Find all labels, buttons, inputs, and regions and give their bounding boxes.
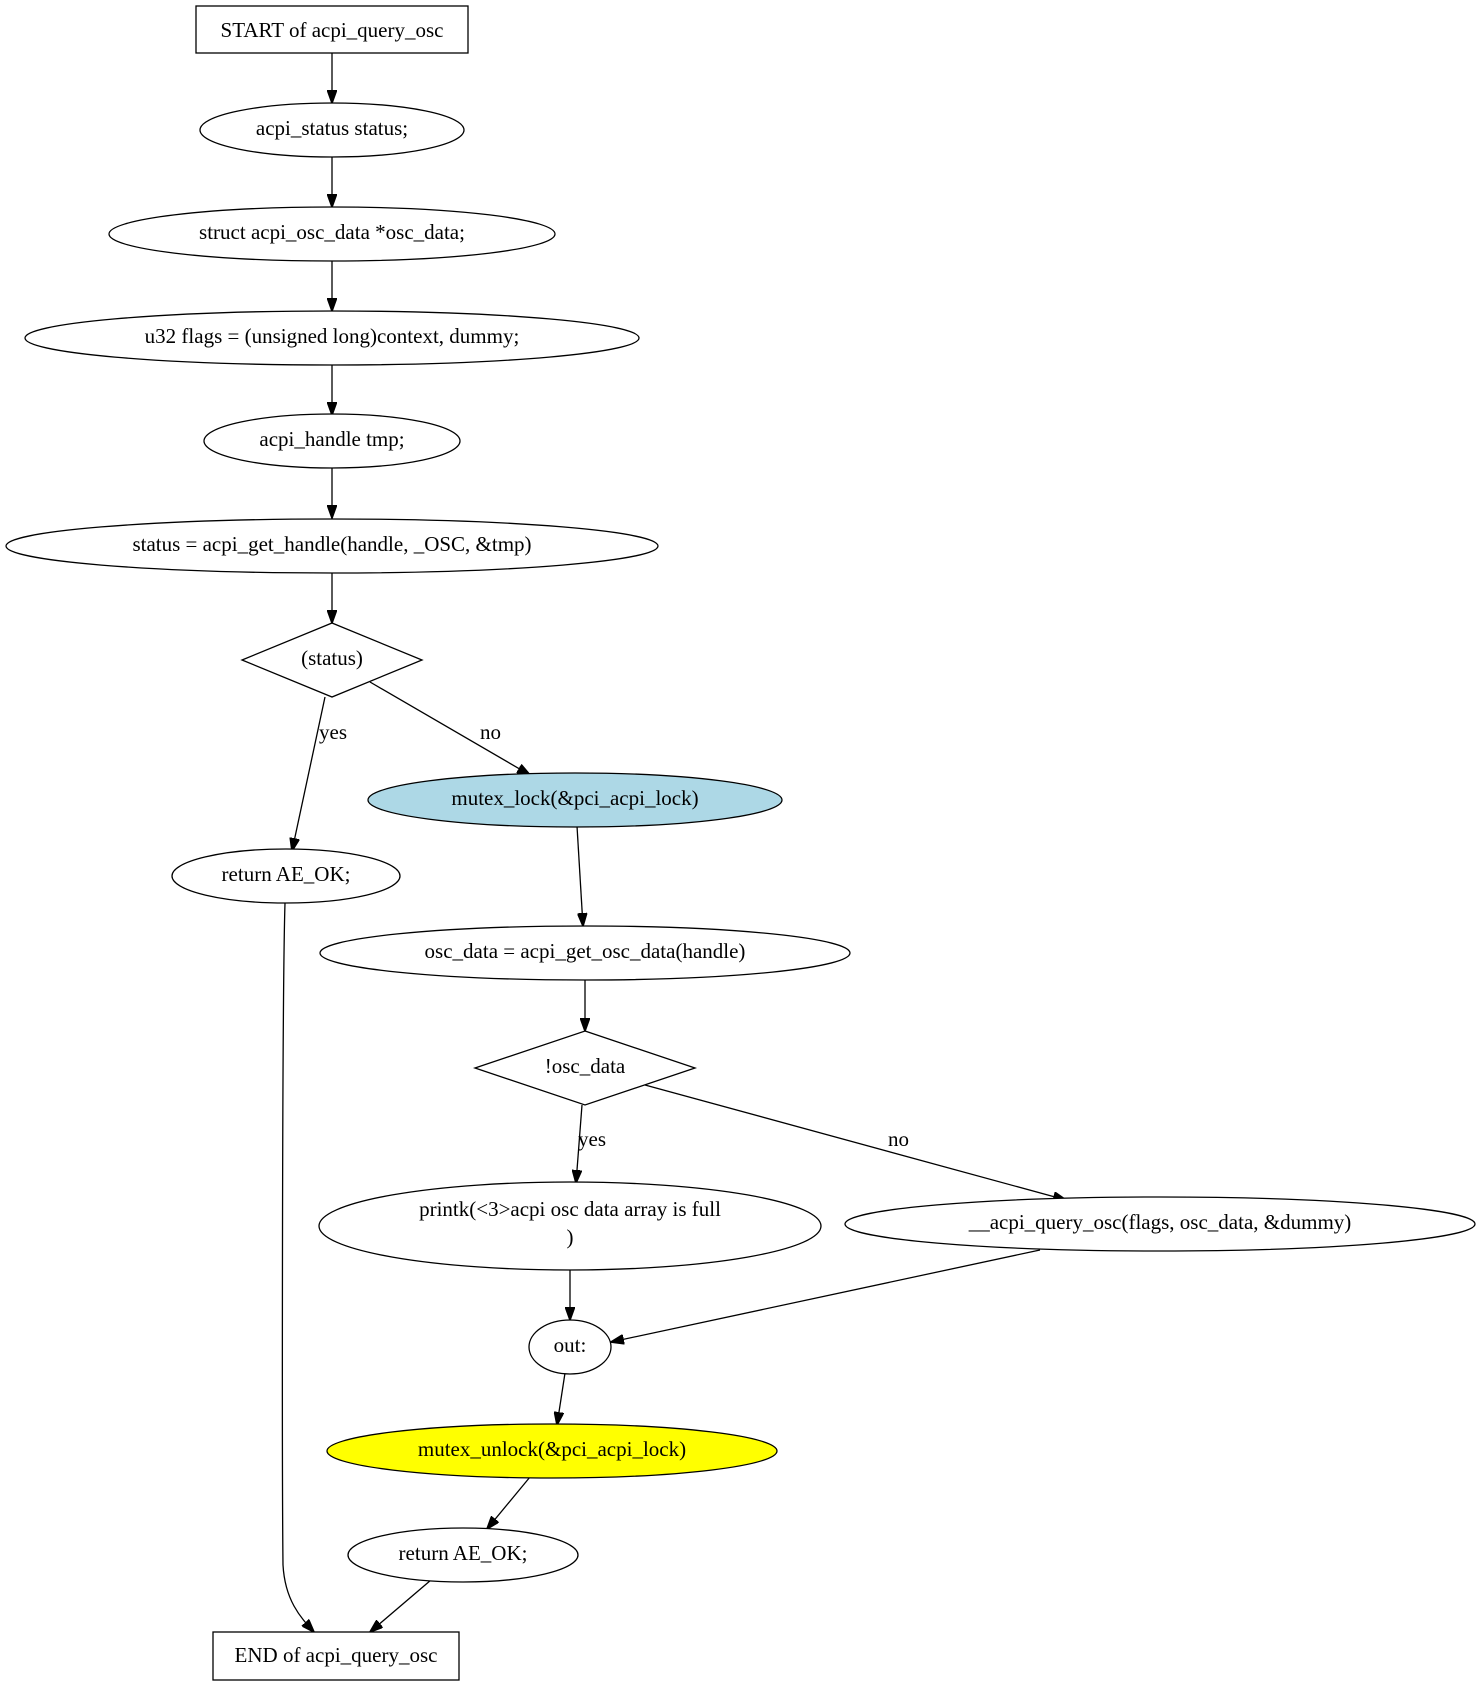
- edge-label-osc-no: no: [888, 1127, 909, 1151]
- decl-osc-data-ellipse: [108, 206, 556, 262]
- node-get-osc-data: osc_data = acpi_get_osc_data(handle): [319, 925, 851, 981]
- node-decl-tmp: acpi_handle tmp;: [203, 413, 461, 469]
- get-osc-data-ellipse: [319, 925, 851, 981]
- mutex-unlock-ellipse: [326, 1423, 778, 1479]
- edges: [281, 53, 1066, 1632]
- decl-osc-data-label: struct acpi_osc_data *osc_data;: [199, 220, 465, 244]
- end-label: END of acpi_query_osc: [235, 1643, 438, 1667]
- edge-label-osc-yes: yes: [578, 1127, 606, 1151]
- decl-flags-label: u32 flags = (unsigned long)context, dumm…: [145, 324, 520, 348]
- get-osc-data-label: osc_data = acpi_get_osc_data(handle): [425, 939, 746, 963]
- cond-status-diamond: [240, 622, 424, 698]
- edge-labels: yes no yes no: [319, 720, 909, 1151]
- get-handle-ellipse: [5, 518, 659, 574]
- return-final-ellipse: [347, 1527, 579, 1583]
- return-early-ellipse: [171, 848, 401, 904]
- end-box: [212, 1631, 460, 1681]
- node-return-final: return AE_OK;: [347, 1527, 579, 1583]
- node-cond-status: (status): [240, 622, 424, 698]
- start-box: [195, 5, 469, 54]
- edge-label-status-no: no: [480, 720, 501, 744]
- cond-osc-data-diamond: [472, 1030, 698, 1106]
- node-query-osc: __acpi_query_osc(flags, osc_data, &dummy…: [844, 1196, 1476, 1252]
- node-return-early: return AE_OK;: [171, 848, 401, 904]
- node-get-handle: status = acpi_get_handle(handle, _OSC, &…: [5, 518, 659, 574]
- query-osc-ellipse: [844, 1196, 1476, 1252]
- node-decl-flags: u32 flags = (unsigned long)context, dumm…: [24, 310, 640, 366]
- edge-return-early-to-end: [281, 902, 314, 1632]
- edge-return-final-to-end: [370, 1579, 432, 1632]
- node-decl-status: acpi_status status;: [199, 102, 465, 158]
- out-label-text: out:: [554, 1333, 587, 1357]
- query-osc-label: __acpi_query_osc(flags, osc_data, &dummy…: [968, 1210, 1352, 1234]
- edge-mutex-unlock-to-return-final: [487, 1476, 531, 1529]
- get-handle-label: status = acpi_get_handle(handle, _OSC, &…: [132, 532, 531, 556]
- decl-tmp-ellipse: [203, 413, 461, 469]
- edge-status-yes: [292, 696, 326, 851]
- return-final-label: return AE_OK;: [399, 1541, 528, 1565]
- out-label-ellipse: [528, 1319, 612, 1375]
- edge-query-osc-to-out: [611, 1249, 1041, 1342]
- decl-status-label: acpi_status status;: [256, 116, 408, 140]
- return-early-label: return AE_OK;: [222, 862, 351, 886]
- cond-osc-data-label: !osc_data: [545, 1054, 626, 1078]
- node-printk: printk(<3>acpi osc data array is full ): [318, 1181, 822, 1271]
- printk-ellipse: [318, 1181, 822, 1271]
- edge-status-no: [369, 681, 530, 775]
- node-start: START of acpi_query_osc: [195, 5, 469, 54]
- node-decl-osc-data: struct acpi_osc_data *osc_data;: [108, 206, 556, 262]
- mutex-lock-label: mutex_lock(&pci_acpi_lock): [451, 786, 698, 810]
- mutex-unlock-label: mutex_unlock(&pci_acpi_lock): [418, 1437, 686, 1461]
- node-cond-osc-data: !osc_data: [472, 1030, 698, 1106]
- edge-mutex-lock-to-get-osc-data: [576, 825, 583, 926]
- edge-osc-yes: [576, 1104, 583, 1183]
- node-out-label: out:: [528, 1319, 612, 1375]
- node-mutex-unlock: mutex_unlock(&pci_acpi_lock): [326, 1423, 778, 1479]
- printk-label-line2: ): [567, 1225, 574, 1249]
- node-mutex-lock: mutex_lock(&pci_acpi_lock): [367, 772, 783, 828]
- decl-tmp-label: acpi_handle tmp;: [259, 427, 404, 451]
- decl-flags-ellipse: [24, 310, 640, 366]
- node-end: END of acpi_query_osc: [212, 1631, 460, 1681]
- cond-status-label: (status): [301, 646, 363, 670]
- mutex-lock-ellipse: [367, 772, 783, 828]
- decl-status-ellipse: [199, 102, 465, 158]
- printk-label-line1: printk(<3>acpi osc data array is full: [419, 1197, 721, 1221]
- edge-out-to-mutex-unlock: [557, 1372, 566, 1425]
- start-label: START of acpi_query_osc: [221, 18, 444, 42]
- edge-osc-no: [644, 1084, 1066, 1200]
- edge-label-status-yes: yes: [319, 720, 347, 744]
